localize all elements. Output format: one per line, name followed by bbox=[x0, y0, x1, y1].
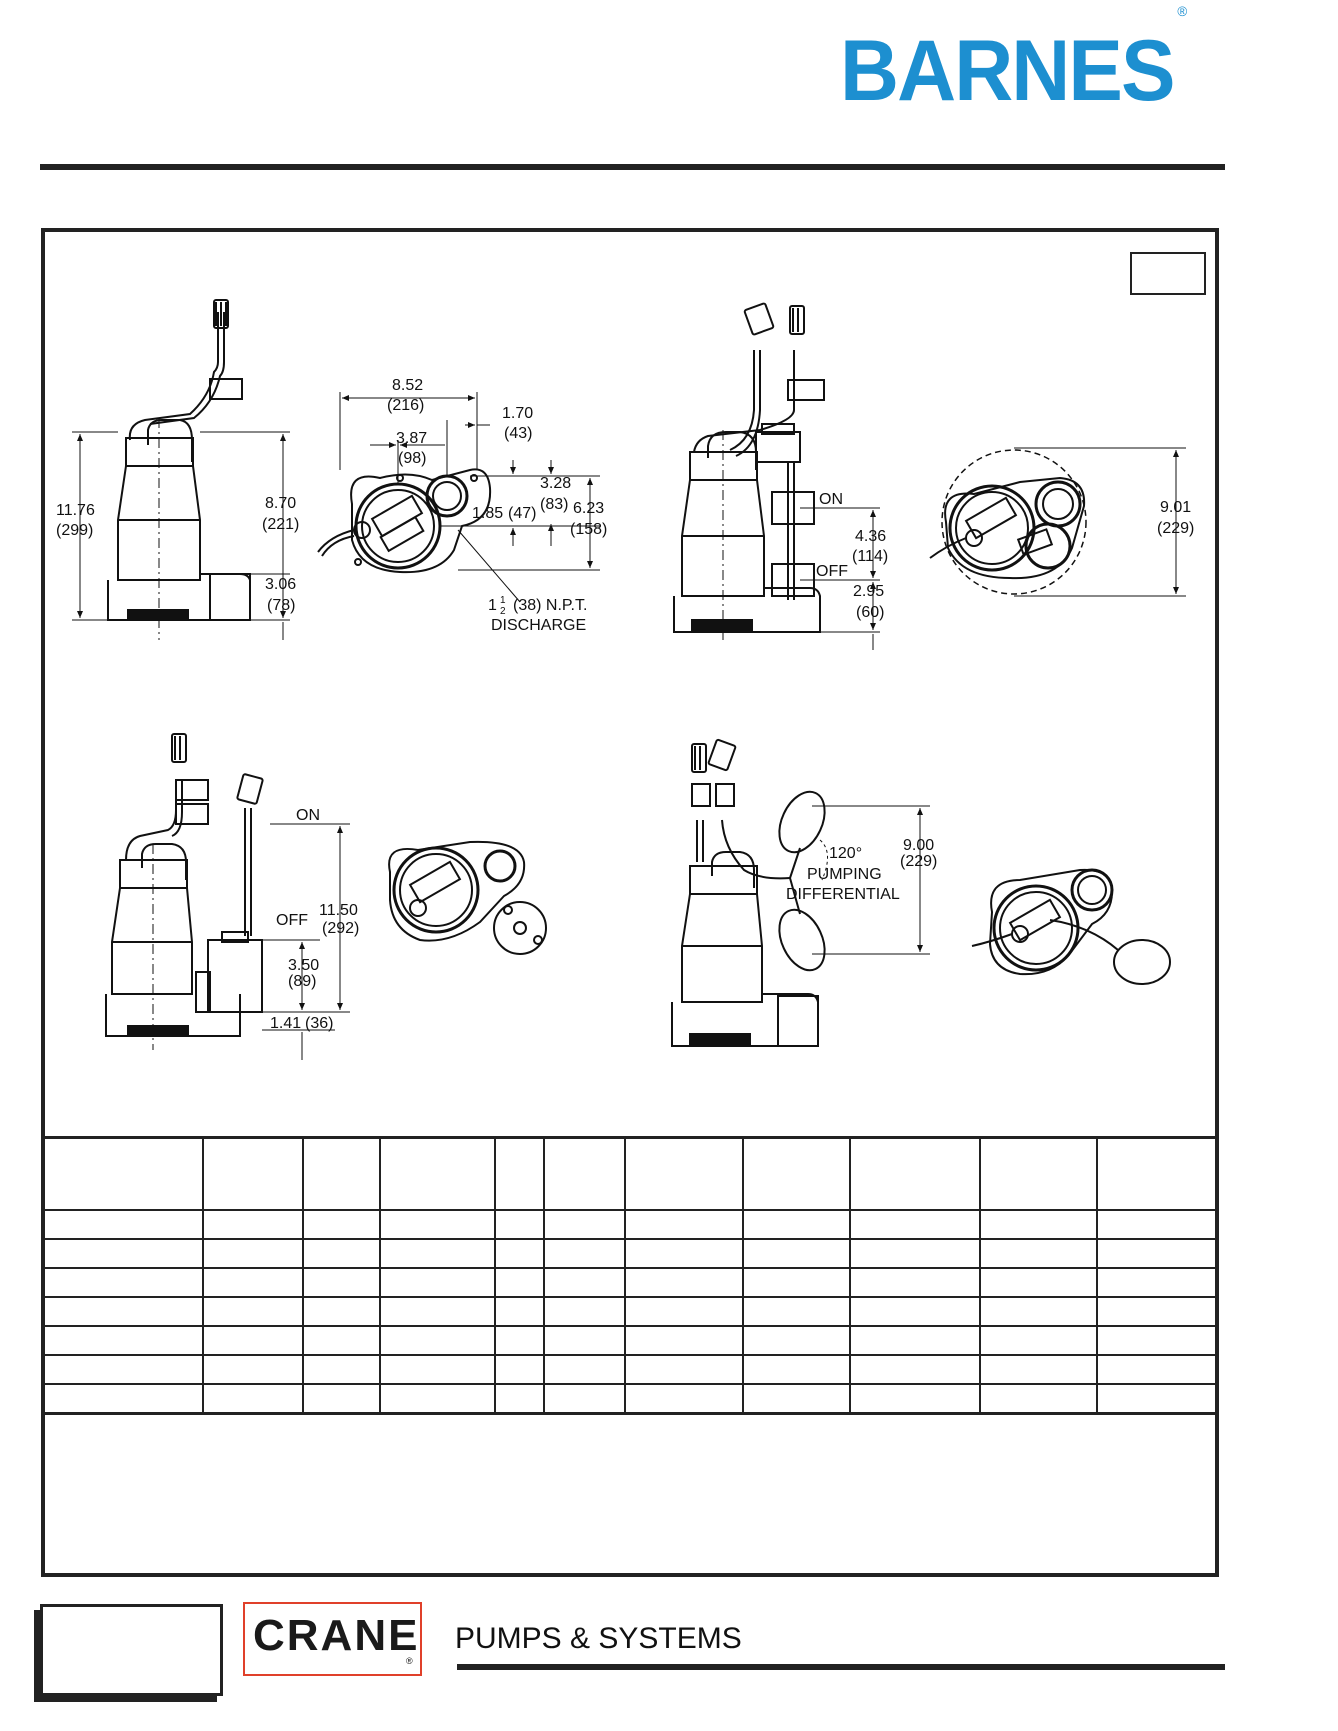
fig1-top-offset-b: 3.87 bbox=[396, 430, 427, 447]
table-header-cell bbox=[624, 1136, 744, 1211]
fig1-pump-top-view bbox=[317, 468, 492, 574]
fig1-dimensions bbox=[72, 431, 290, 640]
fig4-label-2: DIFFERENTIAL bbox=[786, 886, 900, 903]
fig1-base-height-mm: (78) bbox=[267, 597, 295, 614]
table-header-cell bbox=[849, 1136, 981, 1211]
table-row bbox=[45, 1354, 1215, 1385]
fig2-on-height-mm: (114) bbox=[852, 548, 888, 565]
fig1-discharge-frac-num: 1 bbox=[500, 595, 506, 606]
table-row bbox=[45, 1238, 1215, 1269]
table-header-cell bbox=[45, 1136, 204, 1211]
fig1-discharge-size: 1 bbox=[488, 597, 497, 614]
footer-tagline: PUMPS & SYSTEMS bbox=[455, 1622, 742, 1655]
fig1-top-dim-c-mm: (83) bbox=[540, 496, 568, 513]
fig1-height-overall: 11.76 bbox=[56, 502, 95, 519]
fig4-dimensions bbox=[812, 805, 930, 955]
fig2-pump-top-view bbox=[929, 449, 1087, 595]
fig3-offset-mm: (36) bbox=[305, 1015, 333, 1032]
table-header-cell bbox=[1096, 1136, 1215, 1211]
fig3-off-height-mm: (89) bbox=[288, 973, 316, 990]
fig2-off-label: OFF bbox=[816, 563, 848, 580]
table-row bbox=[45, 1325, 1215, 1356]
fig3-off-label: OFF bbox=[276, 912, 308, 929]
fig1-discharge-frac-den: 2 bbox=[500, 606, 506, 617]
fig3-pump-side-view bbox=[105, 733, 264, 1050]
specifications-table bbox=[45, 1136, 1215, 1415]
table-header-cell bbox=[379, 1136, 496, 1211]
fig4-height: 9.00 bbox=[903, 837, 934, 854]
fig1-base-height: 3.06 bbox=[265, 576, 296, 593]
fig1-top-offset-a: 1.70 bbox=[502, 405, 533, 422]
fig2-off-height: 2.95 bbox=[853, 583, 884, 600]
fig3-offset: 1.41 bbox=[270, 1015, 301, 1032]
fig3-on-height-mm: (292) bbox=[322, 920, 359, 937]
registered-mark: ® bbox=[1177, 3, 1187, 20]
fig3-on-label: ON bbox=[296, 807, 320, 824]
fig4-label-1: PUMPING bbox=[807, 866, 882, 883]
fig2-top-diameter: 9.01 bbox=[1160, 499, 1191, 516]
table-header-cell bbox=[302, 1136, 381, 1211]
fig1-top-dimensions bbox=[339, 392, 600, 603]
fig4-pump-top-view bbox=[971, 868, 1171, 985]
fig3-pump-top-view bbox=[388, 840, 547, 955]
fig1-discharge-text: (38) N.P.T. bbox=[513, 597, 587, 614]
fig2-on-label: ON bbox=[819, 491, 843, 508]
footer-rule bbox=[457, 1664, 1225, 1670]
fig1-height-discharge-mm: (221) bbox=[262, 516, 299, 533]
fig1-discharge-label: DISCHARGE bbox=[491, 617, 586, 634]
footer-page-box bbox=[40, 1604, 223, 1696]
fig2-off-height-mm: (60) bbox=[856, 604, 884, 621]
table-header-row bbox=[45, 1136, 1215, 1211]
fig1-height-discharge: 8.70 bbox=[265, 495, 296, 512]
fig1-top-offset-b-mm: (98) bbox=[398, 450, 426, 467]
fig2-top-dimensions bbox=[1014, 447, 1186, 597]
header-rule bbox=[40, 164, 1225, 170]
fig4-pump-side-view bbox=[671, 738, 826, 1047]
crane-logo-box bbox=[243, 1602, 422, 1676]
fig2-pump-side-view bbox=[673, 302, 825, 640]
fig1-top-depth-mm: (158) bbox=[570, 521, 607, 538]
table-header-cell bbox=[979, 1136, 1098, 1211]
table-row bbox=[45, 1296, 1215, 1327]
drawing-frame bbox=[41, 228, 1219, 1577]
barnes-logo: BARNES® bbox=[840, 4, 1187, 114]
table-header-cell bbox=[543, 1136, 626, 1211]
table-header-cell bbox=[742, 1136, 851, 1211]
table-header-cell bbox=[494, 1136, 545, 1211]
fig3-off-height: 3.50 bbox=[288, 957, 319, 974]
table-row bbox=[45, 1267, 1215, 1298]
fig4-angle: 120° bbox=[829, 845, 862, 862]
crane-registered-mark: ® bbox=[406, 1656, 413, 1666]
fig1-top-dim-d-mm: (47) bbox=[508, 505, 536, 522]
fig1-top-depth: 6.23 bbox=[573, 500, 604, 517]
fig2-on-height: 4.36 bbox=[855, 528, 886, 545]
barnes-logo-text: BARNES bbox=[840, 23, 1175, 119]
fig2-top-diameter-mm: (229) bbox=[1157, 520, 1194, 537]
fig3-on-height: 11.50 bbox=[319, 902, 358, 919]
table-header-cell bbox=[202, 1136, 304, 1211]
crane-logo-text: CRANE bbox=[253, 1611, 420, 1660]
fig1-top-dim-d: 1.85 bbox=[472, 505, 503, 522]
fig1-height-overall-mm: (299) bbox=[56, 522, 93, 539]
table-row bbox=[45, 1383, 1215, 1415]
fig1-pump-side-view bbox=[107, 299, 251, 640]
fig1-top-offset-a-mm: (43) bbox=[504, 425, 532, 442]
fig4-height-mm: (229) bbox=[900, 853, 937, 870]
fig3-dimensions bbox=[262, 823, 350, 1060]
fig1-top-width-mm: (216) bbox=[387, 397, 424, 414]
table-row bbox=[45, 1209, 1215, 1240]
figure-tag-box bbox=[1130, 252, 1206, 295]
fig1-top-dim-c: 3.28 bbox=[540, 475, 571, 492]
fig2-dimensions bbox=[800, 507, 880, 650]
fig1-top-width: 8.52 bbox=[392, 377, 423, 394]
